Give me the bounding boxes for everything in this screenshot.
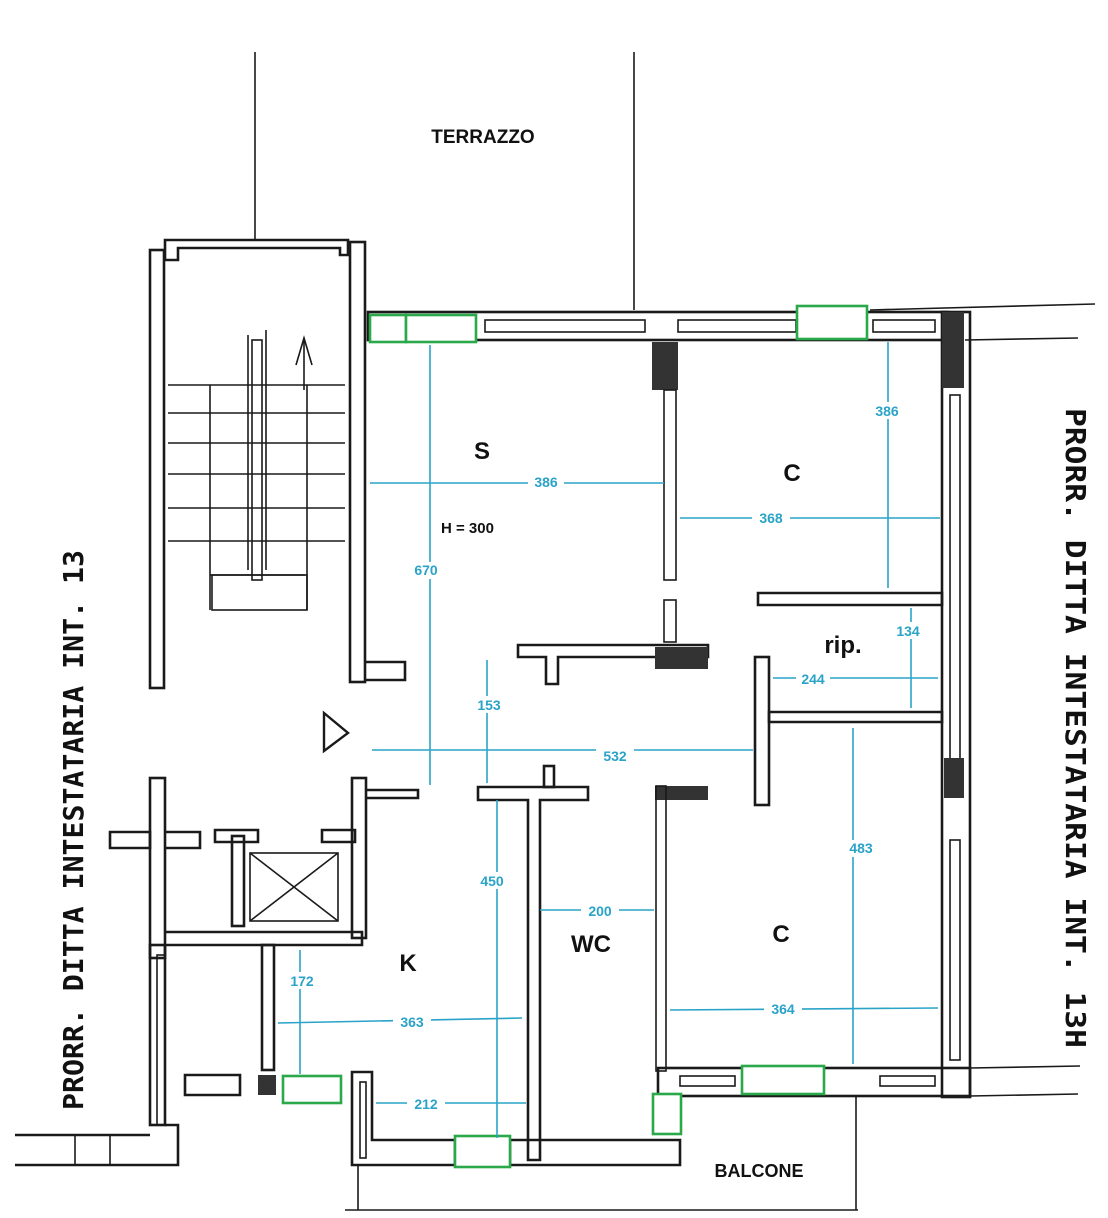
terrace-label: TERRAZZO: [431, 127, 534, 148]
room-cucina: K: [399, 950, 417, 977]
balcony-label: BALCONE: [715, 1161, 804, 1181]
dim-172: 172: [290, 973, 314, 989]
dimension-lines: [277, 342, 940, 1138]
entrance-arrow-icon: [322, 710, 350, 754]
stair-core: [148, 238, 407, 690]
dim-212: 212: [414, 1096, 438, 1112]
dim-483: 483: [849, 840, 873, 856]
left-neighbor-label: PRORR. DITTA INTESTATARIA INT. 13: [57, 550, 90, 1110]
terrace-lines: [254, 52, 1096, 1097]
dim-386-soggiorno: 386: [534, 474, 558, 490]
dim-670: 670: [414, 562, 438, 578]
room-camera-top: C: [783, 460, 800, 487]
dim-363: 363: [400, 1014, 424, 1030]
windows: [281, 304, 869, 1169]
room-soggiorno: S: [474, 438, 490, 465]
dim-200: 200: [588, 903, 612, 919]
dim-364: 364: [771, 1001, 795, 1017]
room-camera-bottom: C: [772, 921, 789, 948]
lift-core: [15, 776, 420, 1167]
dim-450: 450: [480, 873, 504, 889]
dimension-values: 386 386 368 670 134 244 153 532 450 483 …: [283, 402, 928, 1112]
height-note: H = 300: [441, 520, 494, 537]
dim-386-camera: 386: [875, 403, 899, 419]
dim-153: 153: [477, 697, 501, 713]
dim-244: 244: [801, 671, 825, 687]
interior-walls: [476, 342, 944, 1162]
outer-walls: [345, 310, 972, 1211]
room-bagno: WC: [571, 931, 611, 958]
dim-532: 532: [603, 748, 627, 764]
room-ripostiglio: rip.: [824, 632, 861, 659]
dim-368: 368: [759, 510, 783, 526]
right-neighbor-label: PRORR. DITTA INTESTATARIA INT. 13H: [1059, 408, 1092, 1048]
dim-134: 134: [896, 623, 920, 639]
